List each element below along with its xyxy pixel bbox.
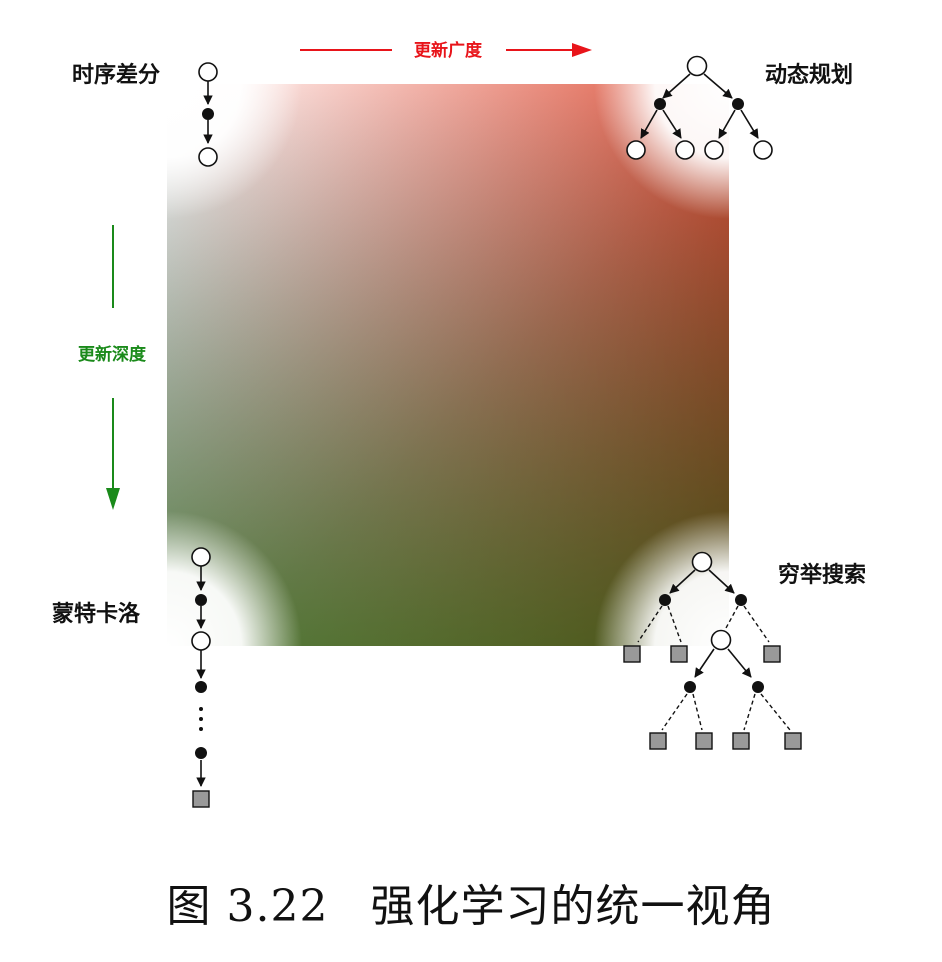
terminal-node [623, 645, 641, 663]
terminal-node [192, 790, 210, 808]
action-node [195, 747, 207, 759]
terminal-node [784, 732, 802, 750]
state-node [626, 140, 646, 160]
action-node [195, 594, 207, 606]
dynamic-programming-label: 动态规划 [765, 62, 853, 88]
mc-backup-diagram [191, 547, 211, 808]
action-node [684, 681, 696, 693]
action-node [202, 108, 214, 120]
action-node [735, 594, 747, 606]
state-node [704, 140, 724, 160]
exhaustive-search-diagram [623, 551, 802, 750]
action-node [195, 681, 207, 693]
figure-number: 图 3.22 [166, 881, 329, 932]
state-node [710, 629, 732, 651]
state-node [691, 551, 713, 573]
state-node [753, 140, 773, 160]
action-node [659, 594, 671, 606]
state-node [198, 62, 218, 82]
terminal-node [732, 732, 750, 750]
update-depth-axis: 更新深度 [78, 225, 147, 510]
state-node [191, 631, 211, 651]
terminal-node [763, 645, 781, 663]
state-node [686, 55, 708, 77]
depth-arrowhead [106, 488, 120, 510]
terminal-node [695, 732, 713, 750]
monte-carlo-label: 蒙特卡洛 [52, 601, 141, 627]
update-depth-label: 更新深度 [78, 344, 147, 365]
action-node [654, 98, 666, 110]
action-node [752, 681, 764, 693]
terminal-node [649, 732, 667, 750]
update-breadth-label: 更新广度 [414, 40, 483, 61]
figure-caption: 图 3.22 强化学习的统一视角 [0, 870, 942, 934]
action-node [732, 98, 744, 110]
terminal-node [670, 645, 688, 663]
exhaustive-search-label: 穷举搜索 [778, 562, 866, 588]
state-node [675, 140, 695, 160]
td-backup-diagram [198, 62, 218, 167]
update-breadth-axis: 更新广度 [300, 40, 592, 61]
figure-title: 强化学习的统一视角 [370, 881, 776, 932]
state-node [198, 147, 218, 167]
breadth-arrowhead [572, 43, 592, 57]
state-node [191, 547, 211, 567]
dp-backup-diagram [626, 55, 773, 160]
gradient-square [167, 84, 729, 646]
temporal-difference-label: 时序差分 [72, 62, 160, 88]
ellipsis-dots [199, 707, 203, 731]
